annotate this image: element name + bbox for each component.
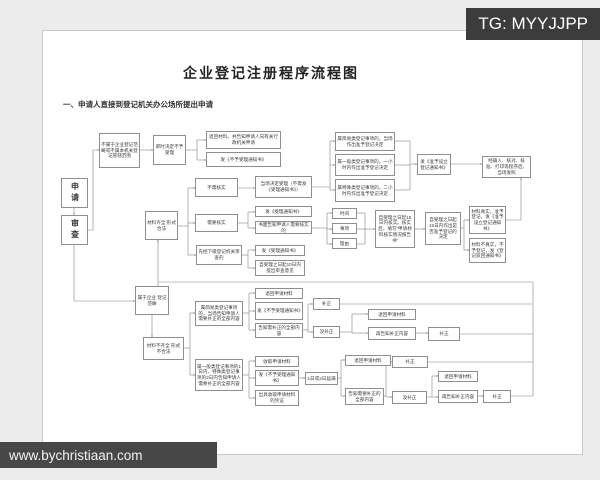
- page-title: 企业登记注册程序流程图: [183, 67, 359, 82]
- tg-watermark-badge: TG: MYYJJPP: [466, 8, 600, 40]
- website-watermark-bar: www.bychristiaan.com: [0, 442, 217, 468]
- section-label: 一、申请人直接到登记机关办公场所提出申请: [63, 100, 213, 109]
- flow-edge: [73, 245, 136, 302]
- flow-edge: [88, 149, 100, 231]
- flow-edge: [506, 177, 522, 221]
